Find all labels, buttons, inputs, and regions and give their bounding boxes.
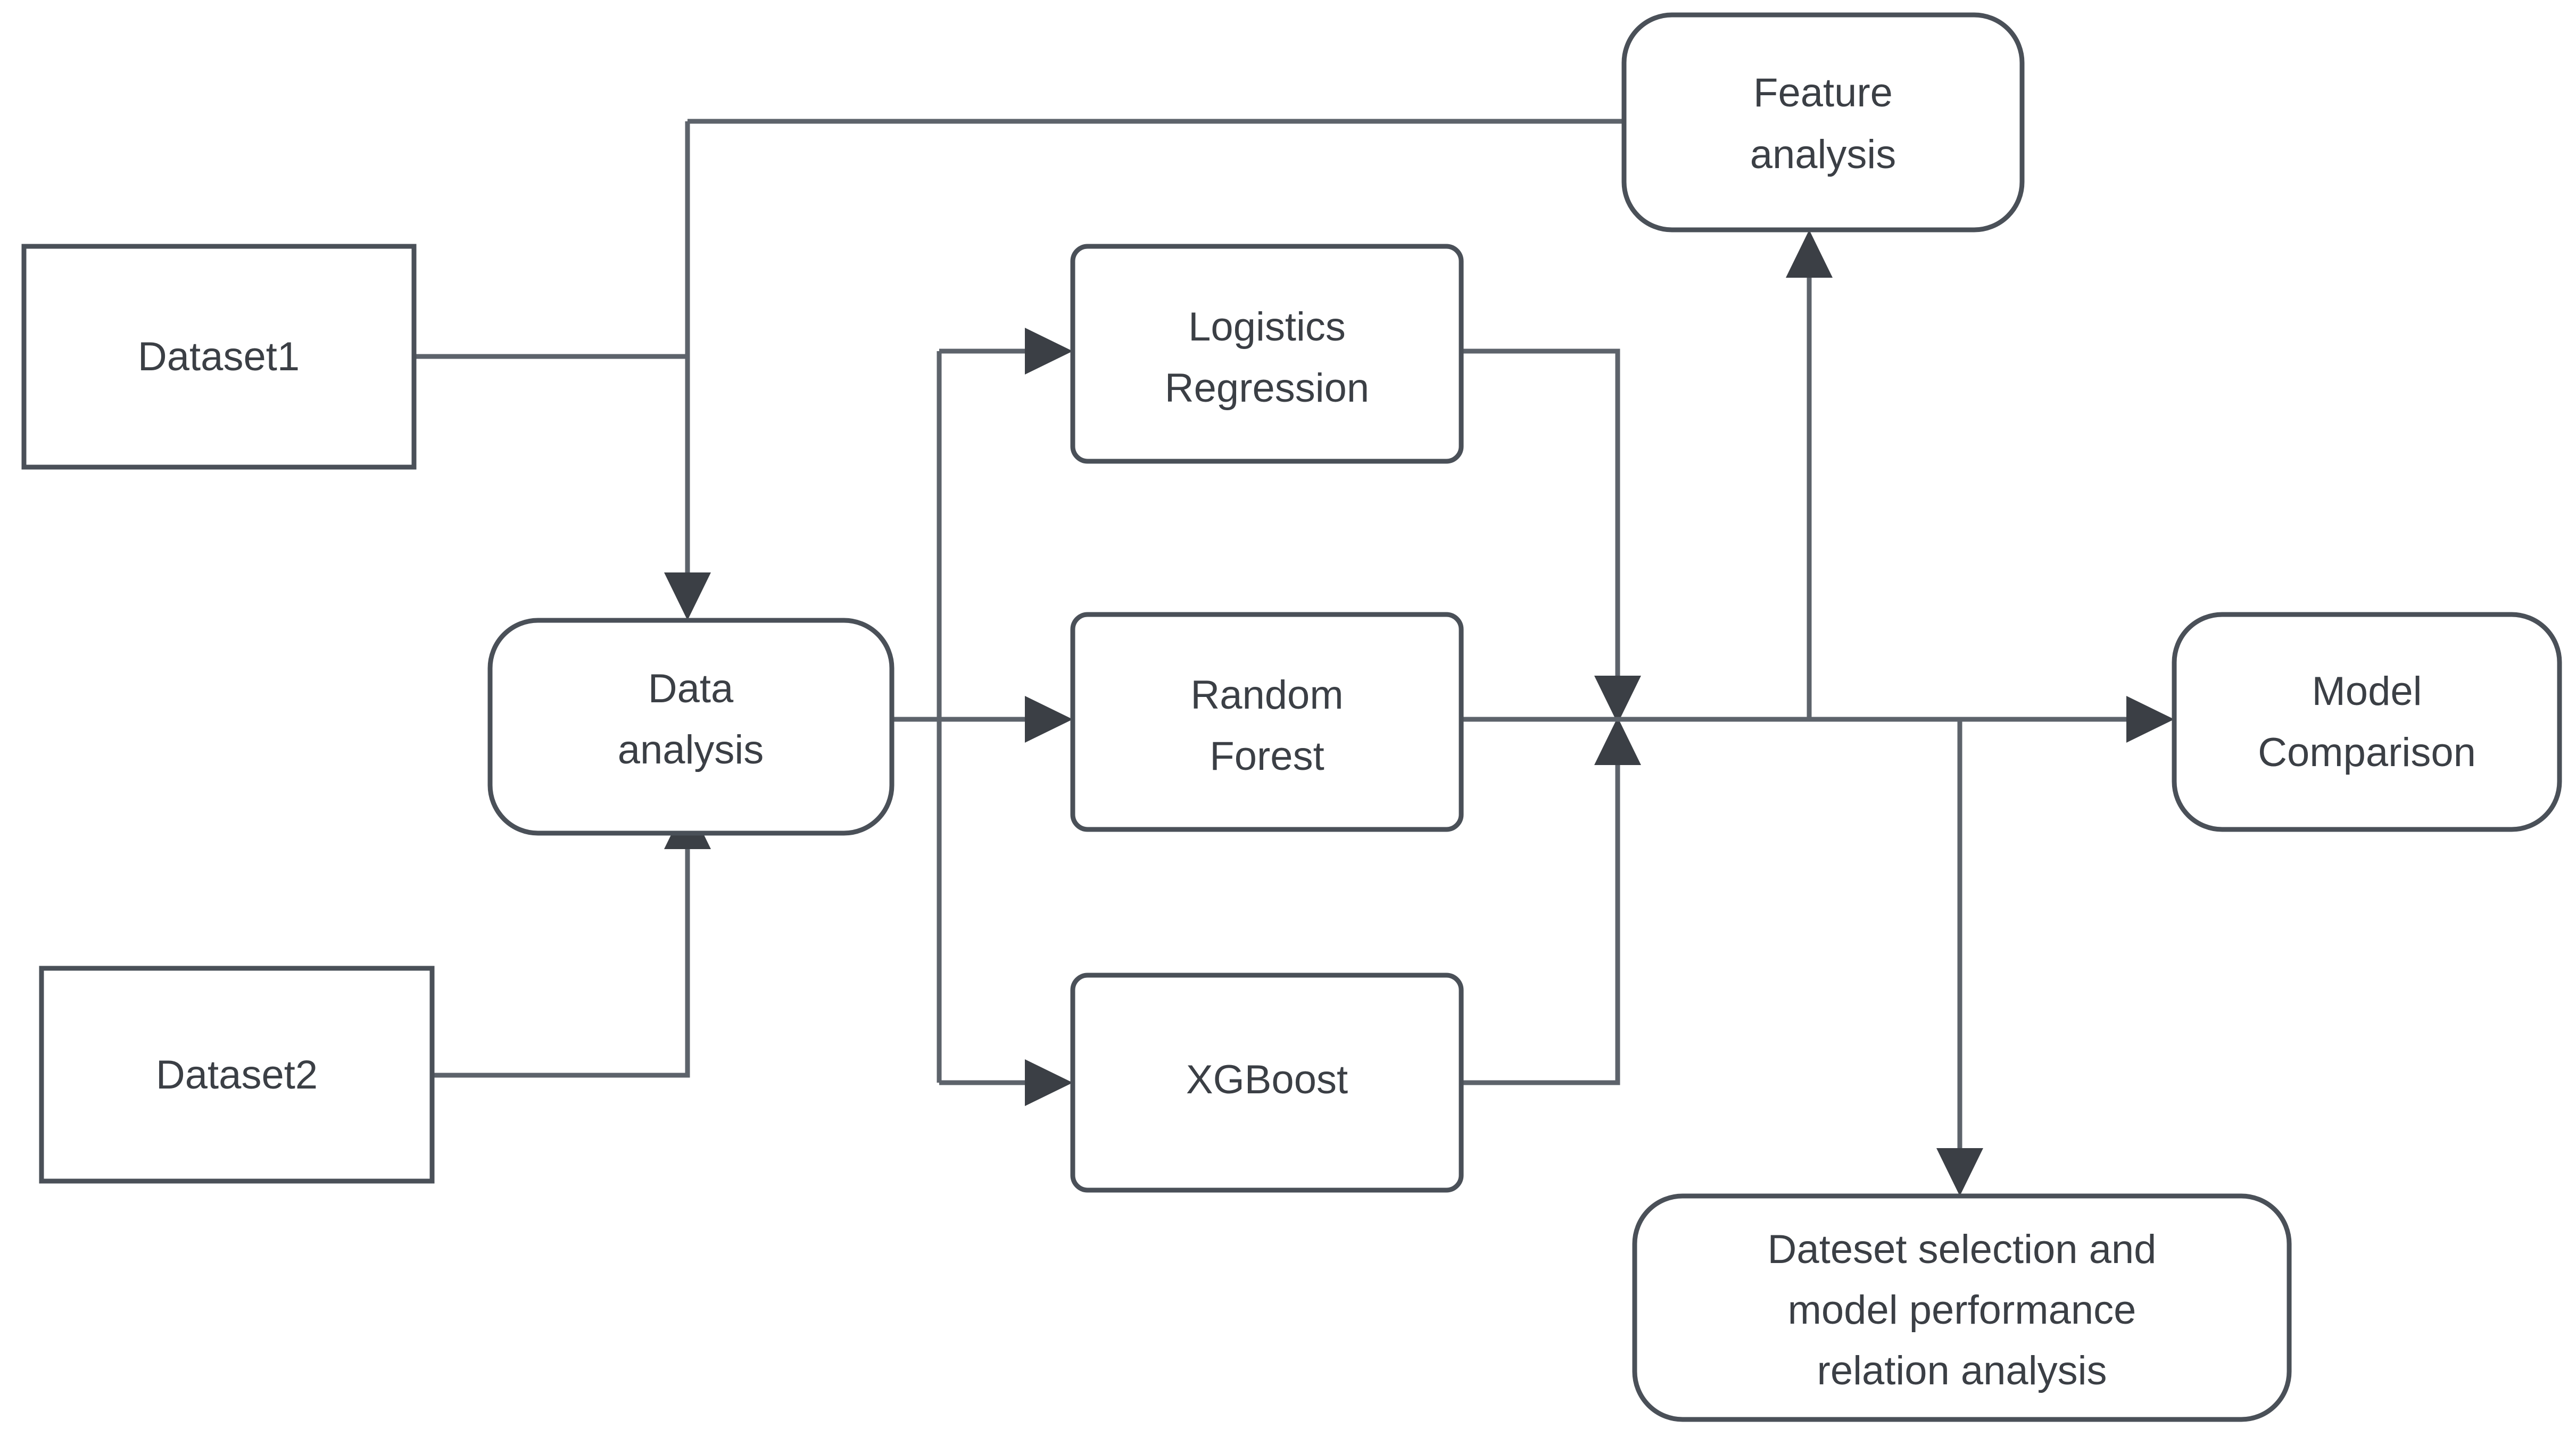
- node-feature-analysis-label-line1: Feature: [1753, 70, 1893, 115]
- arrowhead-into-model-comparison: [2126, 696, 2174, 743]
- arrowhead-merge-from-xgboost: [1594, 717, 1641, 765]
- node-dataset1-label: Dataset1: [138, 334, 300, 379]
- node-feature-analysis-shape[interactable]: [1621, 12, 2025, 232]
- node-feature-analysis[interactable]: Feature analysis: [1621, 12, 2025, 232]
- node-dataset2-label: Dataset2: [156, 1052, 318, 1098]
- node-dataset2[interactable]: Dataset2: [39, 966, 435, 1184]
- node-dateset-selection-shape[interactable]: [1632, 1193, 2292, 1422]
- node-model-comparison[interactable]: Model Comparison: [2172, 612, 2562, 832]
- node-random-forest-label-line1: Random: [1190, 672, 1343, 718]
- node-logistics-regression-label-line2: Regression: [1165, 366, 1369, 411]
- node-dataset1[interactable]: Dataset1: [21, 244, 417, 470]
- node-dateset-selection-label-line3: relation analysis: [1817, 1348, 2107, 1393]
- node-data-analysis-label-line2: analysis: [618, 727, 764, 773]
- arrowhead-into-dateset-selection: [1936, 1148, 1983, 1196]
- arrowhead-into-xgboost: [1025, 1059, 1073, 1106]
- node-random-forest-shape[interactable]: [1070, 612, 1464, 832]
- node-dataset1-shape[interactable]: [21, 244, 417, 470]
- edge-xgboost-to-merge: [1461, 755, 1620, 1085]
- node-xgboost-shape[interactable]: [1070, 973, 1464, 1193]
- node-random-forest-label-line2: Forest: [1210, 734, 1324, 779]
- node-dateset-selection[interactable]: Dateset selection and model performance …: [1632, 1193, 2292, 1422]
- node-xgboost-label: XGBoost: [1186, 1057, 1348, 1102]
- node-data-analysis[interactable]: Data analysis: [487, 618, 894, 836]
- node-logistics-regression-shape[interactable]: [1070, 244, 1464, 464]
- node-data-analysis-shape[interactable]: [487, 618, 894, 836]
- arrowhead-into-random-forest: [1025, 696, 1073, 743]
- arrowhead-into-feature-analysis: [1786, 230, 1833, 278]
- node-model-comparison-label-line2: Comparison: [2258, 730, 2476, 775]
- arrowhead-into-logistics-regression: [1025, 328, 1073, 375]
- edge-layer: [414, 119, 2174, 1196]
- node-logistics-regression-label-line1: Logistics: [1188, 304, 1346, 350]
- node-feature-analysis-label-line2: analysis: [1750, 132, 1896, 177]
- node-dateset-selection-label-line2: model performance: [1788, 1288, 2136, 1333]
- arrowhead-into-data-analysis-top: [664, 572, 711, 620]
- node-logistics-regression[interactable]: Logistics Regression: [1070, 244, 1464, 464]
- node-model-comparison-shape[interactable]: [2172, 612, 2562, 832]
- edge-logistics-regression-to-merge: [1461, 348, 1620, 686]
- node-dataset2-shape[interactable]: [39, 966, 435, 1184]
- node-data-analysis-label-line1: Data: [648, 666, 734, 711]
- edge-dataset2-to-data-analysis: [432, 835, 690, 1078]
- node-layer: Dataset1 Dataset2 Data analysis Logistic…: [21, 12, 2562, 1422]
- node-xgboost[interactable]: XGBoost: [1070, 973, 1464, 1193]
- node-dateset-selection-label-line1: Dateset selection and: [1768, 1227, 2157, 1272]
- arrowhead-merge-from-logistics-regression: [1594, 676, 1641, 724]
- node-random-forest[interactable]: Random Forest: [1070, 612, 1464, 832]
- node-model-comparison-label-line1: Model: [2312, 669, 2422, 714]
